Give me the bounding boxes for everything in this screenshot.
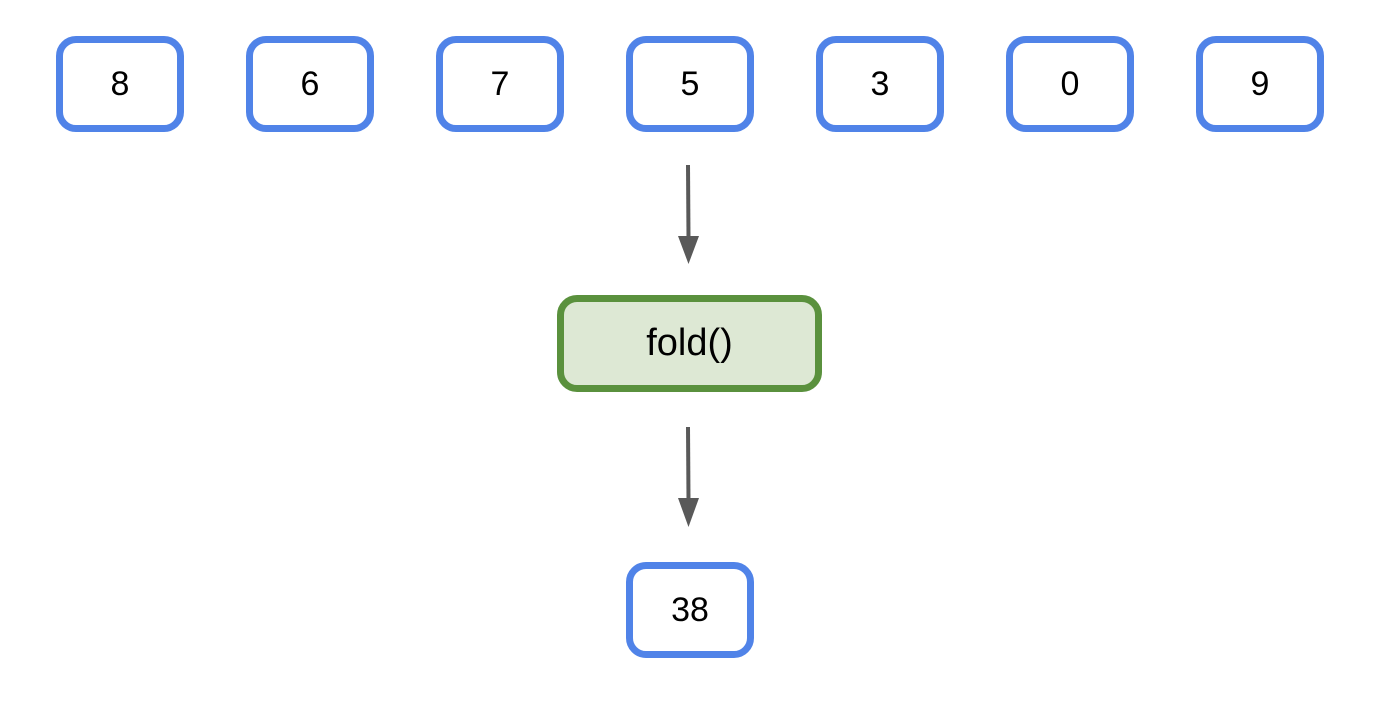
input-item: 7 bbox=[436, 36, 564, 132]
input-item: 6 bbox=[246, 36, 374, 132]
input-item: 3 bbox=[816, 36, 944, 132]
arrow-to-fold bbox=[678, 164, 699, 264]
result-box: 38 bbox=[626, 562, 754, 658]
input-item: 9 bbox=[1196, 36, 1324, 132]
fold-function-box: fold() bbox=[557, 295, 822, 392]
input-item: 5 bbox=[626, 36, 754, 132]
arrow-to-result bbox=[678, 426, 699, 527]
input-item: 0 bbox=[1006, 36, 1134, 132]
input-item: 8 bbox=[56, 36, 184, 132]
